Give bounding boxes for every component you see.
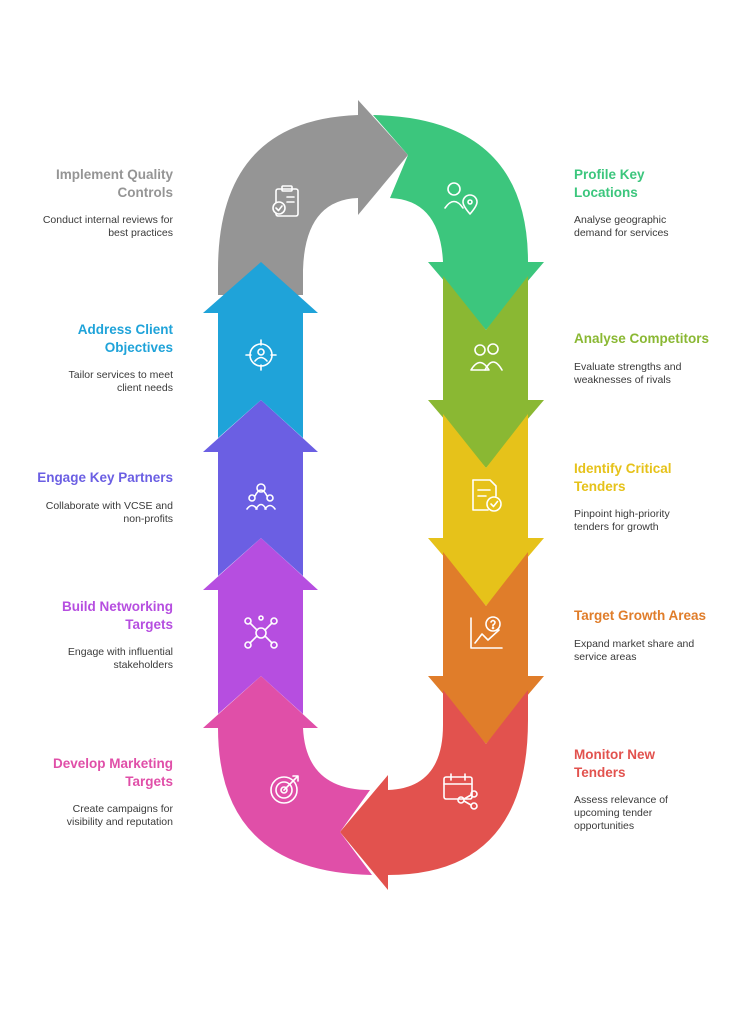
- desc-line: opportunities: [574, 820, 635, 832]
- step-description: Pinpoint high-priority tenders for growt…: [574, 508, 734, 534]
- step-engage-key-partners: Engage Key Partners Collaborate with VCS…: [3, 469, 173, 526]
- step-target-growth-areas: Target Growth Areas Expand market share …: [574, 607, 734, 664]
- title-line: Targets: [125, 773, 173, 789]
- desc-line: Assess relevance of: [574, 794, 668, 806]
- step-description: Evaluate strengths and weaknesses of riv…: [574, 361, 734, 387]
- arrow-engage-key-partners: [203, 400, 318, 576]
- desc-line: Collaborate with VCSE and: [45, 499, 173, 512]
- desc-line: non-profits: [123, 512, 173, 525]
- desc-line: Pinpoint high-priority: [574, 508, 670, 520]
- step-description: Collaborate with VCSE and non-profits: [3, 500, 173, 526]
- desc-line: Evaluate strengths and: [574, 360, 682, 373]
- step-title: Target Growth Areas: [574, 607, 734, 625]
- step-description: Conduct internal reviews for best practi…: [3, 214, 173, 240]
- step-title: Monitor New Tenders: [574, 746, 734, 781]
- desc-line: best practices: [108, 227, 173, 239]
- step-description: Assess relevance of upcoming tender oppo…: [574, 794, 734, 833]
- arrow-address-client-objectives: [203, 262, 318, 438]
- step-title: Analyse Competitors: [574, 330, 734, 348]
- desc-line: Engage with influential: [67, 646, 173, 658]
- desc-line: Conduct internal reviews for: [42, 214, 173, 226]
- step-title: Address Client Objectives: [3, 321, 173, 356]
- desc-line: stakeholders: [113, 659, 173, 671]
- step-title: Build Networking Targets: [3, 598, 173, 633]
- arc-profile-key-locations: [373, 115, 544, 330]
- arc-monitor-new-tenders: [340, 690, 528, 890]
- title-line: Targets: [125, 616, 173, 632]
- step-build-networking-targets: Build Networking Targets Engage with inf…: [3, 598, 173, 672]
- title-line: Identify Critical: [574, 461, 672, 476]
- title-line: Address Client: [77, 322, 173, 337]
- step-develop-marketing-targets: Develop Marketing Targets Create campaig…: [3, 755, 173, 829]
- arrow-analyse-competitors: [428, 276, 544, 468]
- title-line: Implement Quality: [55, 167, 173, 182]
- title-line: Locations: [574, 184, 638, 200]
- title-line: Engage Key Partners: [37, 470, 173, 485]
- title-line: Target Growth Areas: [574, 608, 707, 623]
- step-title: Identify Critical Tenders: [574, 460, 734, 495]
- title-line: Tenders: [574, 478, 626, 494]
- step-description: Create campaigns for visibility and repu…: [3, 803, 173, 829]
- step-title: Develop Marketing Targets: [3, 755, 173, 790]
- step-title: Implement Quality Controls: [3, 166, 173, 201]
- title-line: Objectives: [104, 339, 173, 355]
- desc-line: weaknesses of rivals: [574, 373, 671, 386]
- desc-line: tenders for growth: [574, 521, 659, 533]
- step-monitor-new-tenders: Monitor New Tenders Assess relevance of …: [574, 746, 734, 833]
- desc-line: demand for services: [574, 227, 669, 239]
- title-line: Tenders: [574, 764, 626, 780]
- step-implement-quality-controls: Implement Quality Controls Conduct inter…: [3, 166, 173, 240]
- desc-line: Expand market share and: [574, 637, 695, 650]
- target-user-icon: [245, 339, 277, 371]
- title-line: Monitor New: [574, 747, 655, 762]
- partners-group-icon: [246, 483, 276, 510]
- step-title: Engage Key Partners: [3, 469, 173, 487]
- document-check-icon: [472, 479, 502, 512]
- step-description: Engage with influential stakeholders: [3, 646, 173, 672]
- title-line: Build Networking: [62, 599, 173, 614]
- users-icon: [470, 343, 503, 371]
- step-profile-key-locations: Profile Key Locations Analyse geographic…: [574, 166, 734, 240]
- desc-line: service areas: [574, 650, 637, 663]
- calendar-share-icon: [443, 773, 478, 810]
- step-analyse-competitors: Analyse Competitors Evaluate strengths a…: [574, 330, 734, 387]
- title-line: Analyse Competitors: [574, 331, 710, 346]
- desc-line: Tailor services to meet: [68, 369, 173, 381]
- arrow-build-networking-targets: [203, 538, 318, 714]
- desc-line: Create campaigns for: [72, 803, 173, 815]
- desc-line: Analyse geographic: [574, 214, 667, 226]
- step-title: Profile Key Locations: [574, 166, 734, 201]
- user-location-icon: [444, 182, 478, 215]
- step-identify-critical-tenders: Identify Critical Tenders Pinpoint high-…: [574, 460, 734, 534]
- title-line: Develop Marketing: [52, 756, 173, 771]
- title-line: Profile Key: [574, 167, 645, 182]
- arc-implement-quality-controls: [218, 100, 408, 295]
- desc-line: visibility and reputation: [66, 816, 173, 828]
- step-description: Tailor services to meet client needs: [3, 369, 173, 395]
- desc-line: upcoming tender: [574, 807, 653, 819]
- step-description: Analyse geographic demand for services: [574, 214, 734, 240]
- step-description: Expand market share and service areas: [574, 638, 734, 664]
- bullseye-arrow-icon: [270, 775, 299, 804]
- clipboard-check-icon: [272, 185, 299, 217]
- desc-line: client needs: [116, 382, 173, 394]
- growth-chart-icon: [470, 616, 503, 649]
- arc-develop-marketing-targets: [203, 676, 372, 875]
- step-address-client-objectives: Address Client Objectives Tailor service…: [3, 321, 173, 395]
- network-icon: [244, 615, 278, 649]
- title-line: Controls: [117, 184, 174, 200]
